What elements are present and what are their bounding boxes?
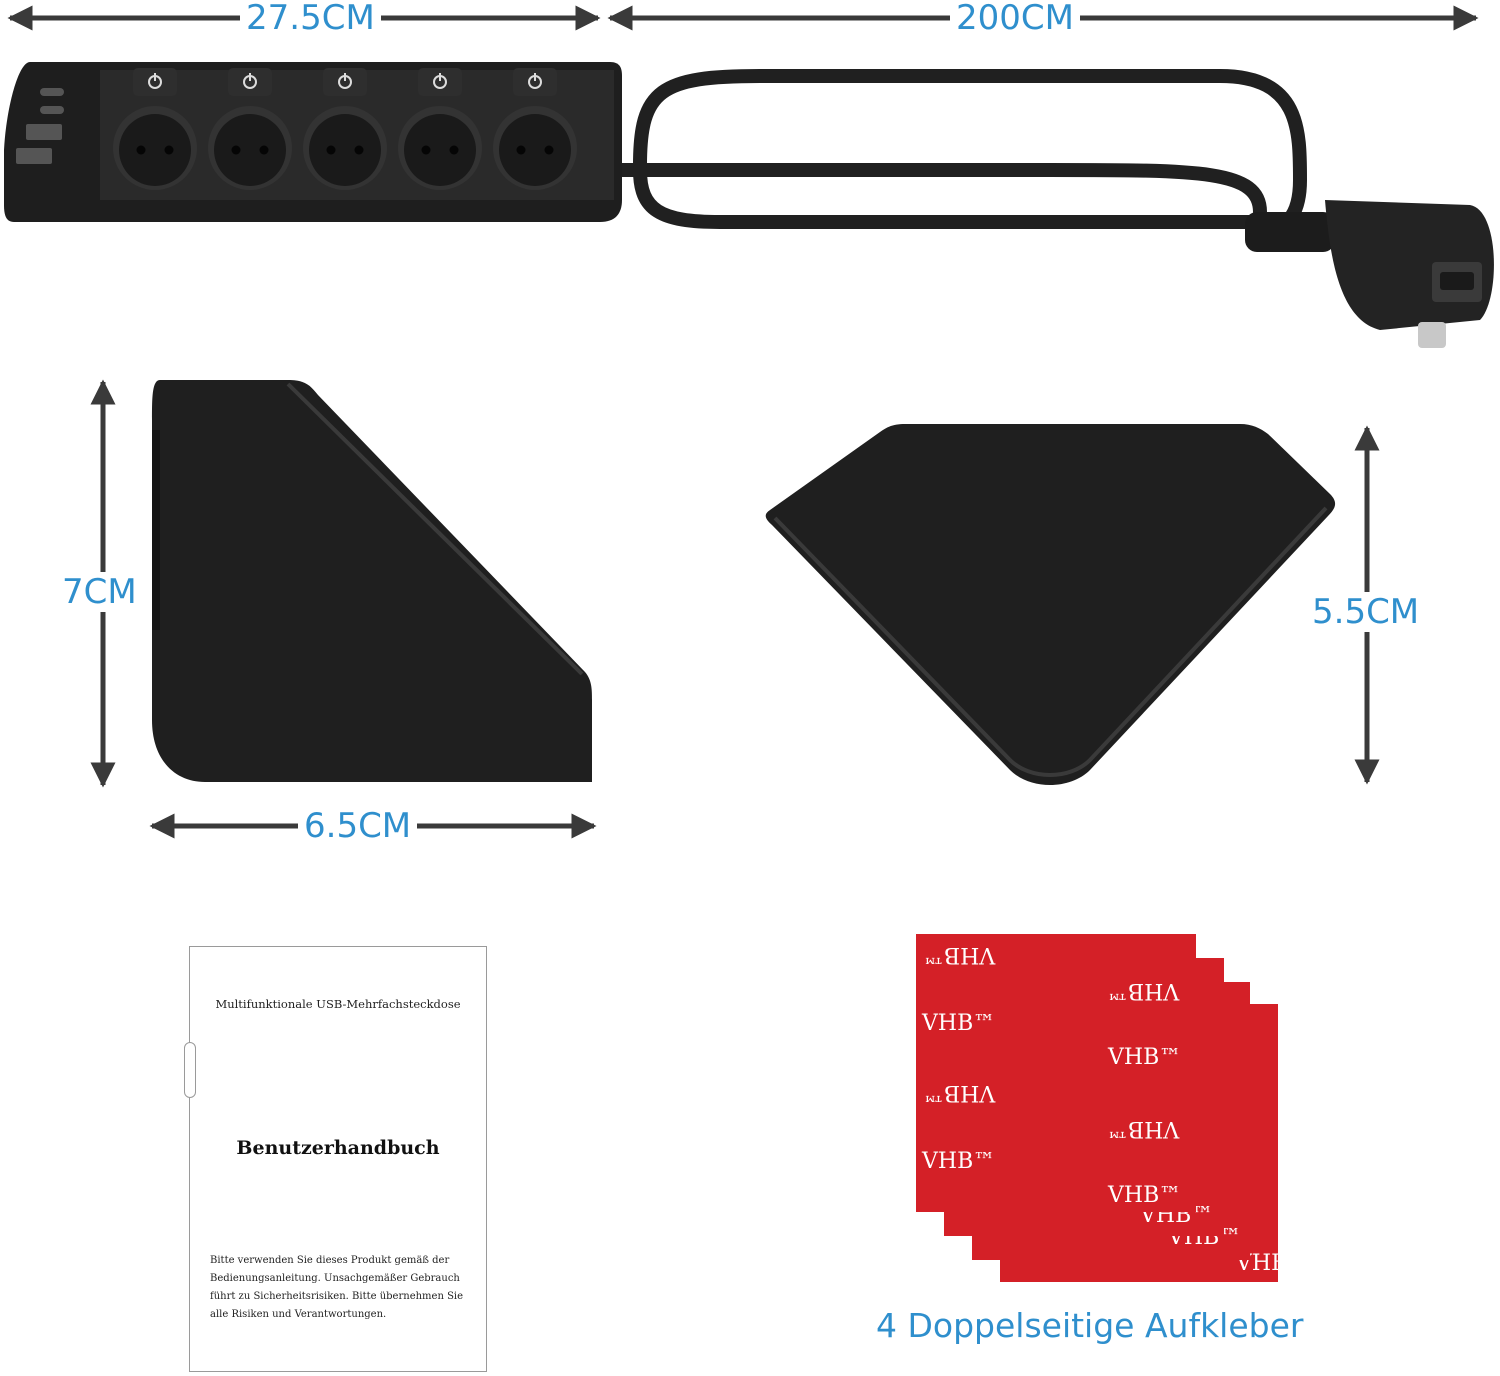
binder-clip-icon: [184, 1042, 196, 1098]
cable-length-label: 200CM: [950, 0, 1080, 38]
usb-c-port-icon: [40, 106, 64, 114]
pad-brand: VHB™: [922, 942, 996, 967]
length-label: 27.5CM: [240, 0, 381, 38]
manual-note: Bitte verwenden Sie dieses Produkt gemäß…: [210, 1255, 464, 1320]
usb-ports: [16, 88, 64, 164]
user-manual: Multifunktionale USB-Mehrfachsteckdose B…: [184, 946, 487, 1372]
manual-heading: Benutzerhandbuch: [236, 1137, 440, 1159]
width-label: 6.5CM: [298, 806, 418, 846]
adhesive-pad-front: VHB™ VHB™ VHB™ VHB™ VHB™ VHB™ VHB™ VHB™: [916, 934, 1196, 1212]
pad-brand: VHB™: [1106, 1116, 1180, 1141]
power-switch-1: [133, 68, 177, 96]
power-switch-4: [418, 68, 462, 96]
pad-brand: VHB™: [922, 1149, 996, 1174]
pad-brand: VHB™: [922, 1080, 996, 1105]
pad-brand: VHB™: [1106, 978, 1180, 1003]
depth-label: 5.5CM: [1306, 592, 1426, 632]
power-switch-5: [513, 68, 557, 96]
usb-c-port-icon: [40, 88, 64, 96]
power-switch-3: [323, 68, 367, 96]
power-cable: [605, 69, 1308, 237]
pads-caption: 4 Doppelseitige Aufkleber: [876, 1306, 1304, 1345]
usb-a-port-icon: [16, 148, 52, 164]
power-switch-2: [228, 68, 272, 96]
pad-brand: VHB™: [1108, 1045, 1182, 1070]
pad-brand: VHB™: [1108, 1183, 1182, 1208]
schuko-socket-icon: [303, 106, 387, 190]
schuko-socket-icon: [208, 106, 292, 190]
usb-a-port-icon: [26, 124, 62, 140]
schuko-socket-icon: [398, 106, 482, 190]
manual-title: Multifunktionale USB-Mehrfachsteckdose: [215, 997, 461, 1011]
side-profile: [152, 380, 592, 782]
schuko-socket-icon: [113, 106, 197, 190]
pad-brand: VHB™: [922, 1011, 996, 1036]
height-label: 7CM: [56, 572, 143, 612]
schuko-plug-icon: [1245, 200, 1494, 348]
end-view: [765, 424, 1336, 785]
schuko-socket-icon: [493, 106, 577, 190]
